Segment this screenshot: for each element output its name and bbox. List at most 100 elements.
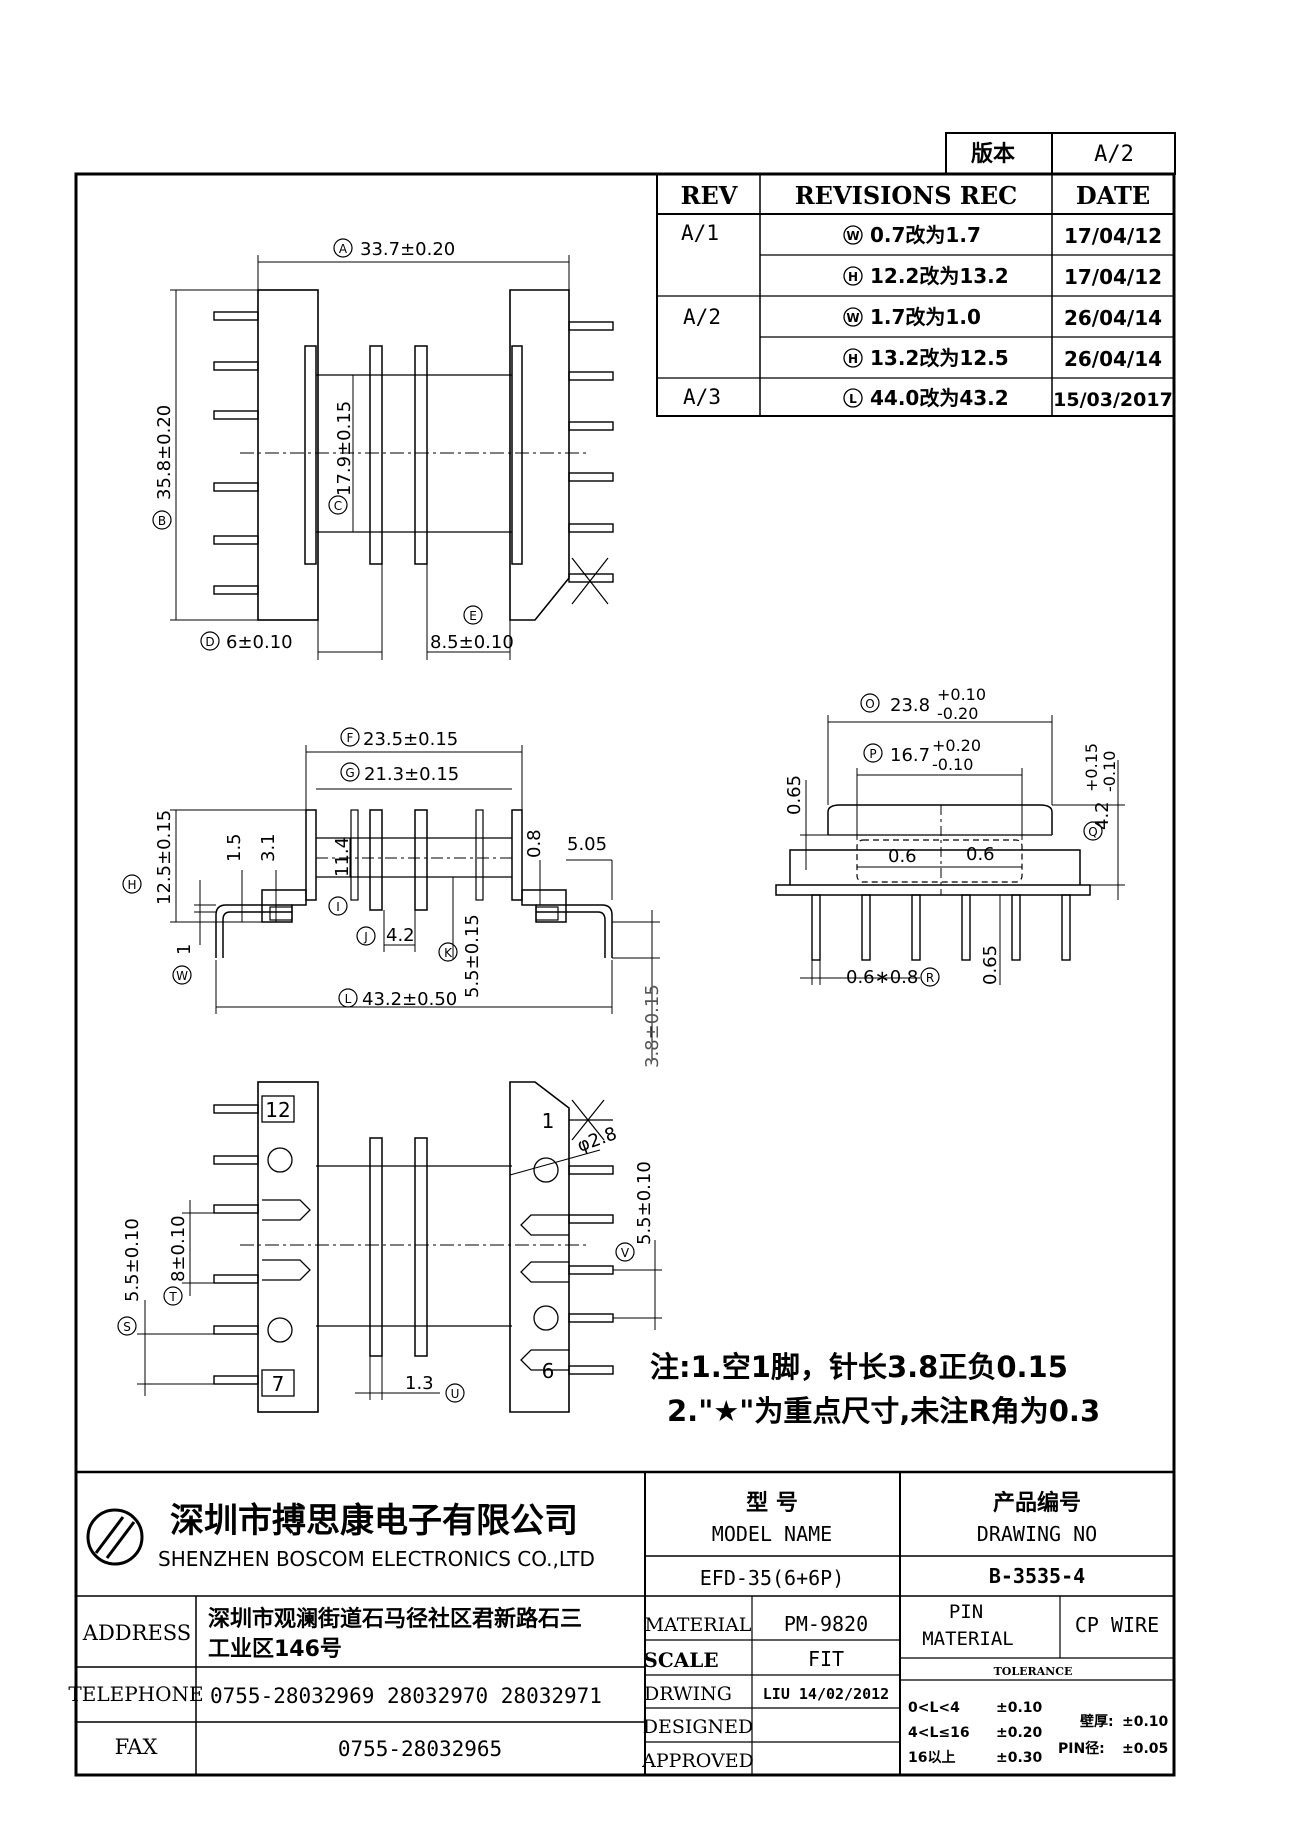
dim-r: 0.6∗0.8 [846,967,918,988]
rev-date: 15/03/2017 [1053,389,1173,411]
dim-tag-l: L [345,992,352,1006]
rev-date: 17/04/12 [1064,265,1162,289]
side-view [122,727,660,1060]
tolerance-value-1: ±0.10 [996,1700,1043,1716]
tolerance-value-3: ±0.30 [996,1750,1043,1766]
bottom-view [117,1081,662,1413]
version-box: 版本 A/2 [945,132,1176,175]
rev-header: REV [681,181,738,210]
rev-tag: W [846,311,859,325]
dim-tag-d: D [205,635,214,649]
rev-cell: A/2 [683,305,721,329]
dim-t: 8±0.10 [168,1215,189,1282]
dim-1-5: 1.5 [224,833,245,862]
pin-material-value: CP WIRE [1075,1613,1159,1637]
dim-q-nominal: 4.2 [1092,801,1113,830]
pin-number-12: 12 [265,1098,290,1122]
rev-date: 26/04/14 [1064,347,1162,371]
dim-tag-t: T [168,1290,177,1304]
drawing-border [74,172,1176,1777]
rev-change: 12.2改为13.2 [870,264,1009,288]
rev-tag: L [849,392,857,406]
dim-tag-p: P [869,747,876,761]
wall-thickness-label: 壁厚: [1080,1713,1114,1730]
dim-tag-q: Q [1088,825,1097,839]
model-value: EFD-35(6+6P) [700,1566,845,1590]
model-label-en: MODEL NAME [712,1522,832,1546]
dim-0-6-right: 0.6 [966,844,995,865]
dim-tag-v: V [621,1246,630,1260]
dim-i: 11.4 [332,837,353,877]
dim-f: 23.5±0.15 [363,729,458,750]
address-line-2: 工业区146号 [208,1637,342,1662]
rev-change: 1.7改为1.0 [870,305,981,329]
material-value: PM-9820 [784,1612,868,1636]
title-block [76,1470,1174,1775]
version-label: 版本 [971,142,1015,167]
model-label-cn: 型 号 [746,1491,798,1516]
drawing-label-cn: 产品编号 [993,1490,1081,1516]
dim-0-8: 0.8 [524,829,545,858]
pin-diameter-value: ±0.05 [1122,1741,1168,1757]
dim-v: 5.5±0.10 [634,1161,655,1245]
dim-0-65-bottom: 0.65 [980,945,1001,985]
scale-label: SCALE [643,1648,718,1672]
rev-date: 26/04/14 [1064,306,1162,330]
dim-g: 21.3±0.15 [364,764,459,785]
wall-thickness-value: ±0.10 [1122,1714,1169,1730]
drawn-label: DRWING [644,1683,732,1705]
company-name-cn: 深圳市搏思康电子有限公司 [170,1501,578,1541]
dim-q-plus: +0.15 [1082,743,1101,792]
dim-p-plus: +0.20 [932,736,981,755]
dim-d: 6±0.10 [226,632,293,653]
designed-label: DESIGNED [643,1716,754,1738]
dim-tag-o: O [865,697,874,711]
dim-s: 5.5±0.10 [122,1218,143,1302]
rev-cell: A/1 [681,221,719,245]
rev-change: 44.0改为43.2 [870,386,1009,410]
dim-p-minus: -0.10 [932,755,973,774]
tolerance-value-2: ±0.20 [996,1725,1043,1741]
scale-value: FIT [808,1647,844,1671]
tolerance-range-2: 4<L≤16 [908,1725,970,1741]
dim-o-minus: -0.20 [937,704,978,723]
dim-tag-h: H [127,878,136,892]
pin-diameter-label: PIN径: [1058,1740,1105,1757]
rev-change: 0.7改为1.7 [870,223,981,247]
dim-c: 17.9±0.15 [334,401,355,496]
pin-material-label-1: PIN [949,1601,983,1623]
rev-tag: H [848,352,858,366]
pin-number-7: 7 [272,1372,285,1396]
dim-o-nominal: 23.8 [890,695,930,716]
dim-h: 12.5±0.15 [154,810,175,905]
rec-header: REVISIONS REC [795,181,1018,210]
telephone-label: TELEPHONE [68,1682,203,1706]
dim-tag-b: B [158,514,166,528]
rev-cell: A/3 [683,385,721,409]
dim-tag-w: W [176,969,188,983]
dim-b: 35.8±0.20 [154,405,175,500]
dim-0-6-left: 0.6 [888,846,917,867]
date-header: DATE [1076,181,1150,210]
dim-0-65-left: 0.65 [784,775,805,815]
pin-number-6: 6 [542,1359,555,1383]
tolerance-range-1: 0<L<4 [908,1700,960,1716]
pin-material-label-2: MATERIAL [922,1628,1014,1650]
dim-e: 8.5±0.10 [430,632,514,653]
end-view [775,693,1125,987]
dim-a: 33.7±0.20 [360,239,455,260]
dim-tag-r: R [926,971,934,985]
dim-w: 1 [174,944,195,955]
dim-q-minus: -0.10 [1100,751,1119,792]
dim-tag-g: G [345,766,354,780]
dim-tag-k: K [444,946,453,960]
address-line-1: 深圳市观澜街道石马径社区君新路石三 [208,1606,582,1632]
dim-o-plus: +0.10 [937,685,986,704]
dim-tag-a: A [339,242,348,256]
address-label: ADDRESS [82,1621,191,1645]
dim-l: 43.2±0.50 [362,989,457,1010]
company-logo [86,1508,144,1566]
drawn-by-value: LIU 14/02/2012 [763,1685,889,1703]
dim-tag-i: I [336,900,340,914]
